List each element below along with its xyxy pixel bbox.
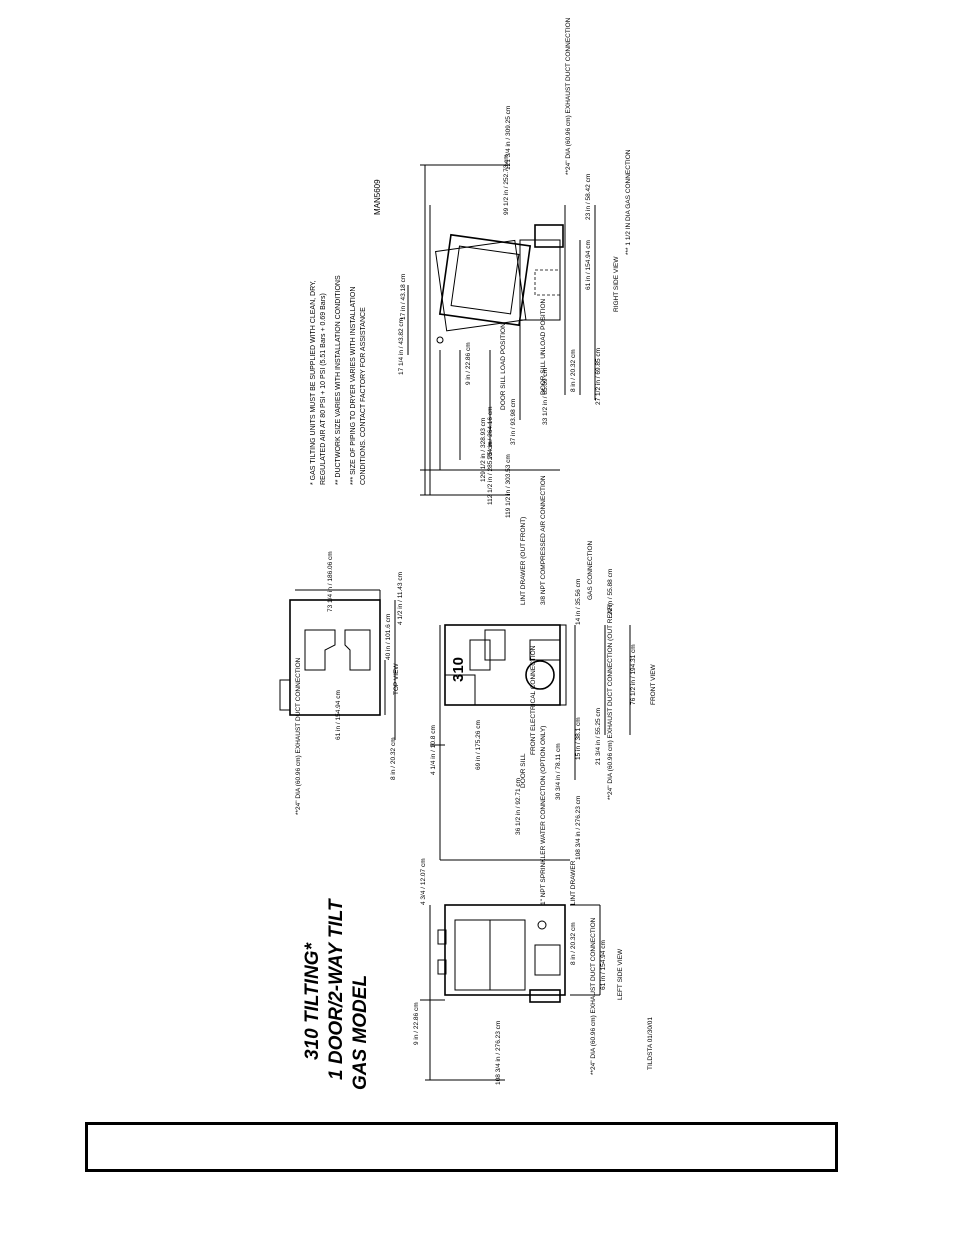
top-view bbox=[279, 589, 396, 740]
front-dim-36: 36 1/2 in / 92.71 cm bbox=[515, 778, 522, 835]
note-4: *** SIZE OF PIPING TO DRYER VARIES WITH … bbox=[350, 287, 357, 485]
left-side-cabinet bbox=[444, 904, 566, 996]
right-dim-61: 61 in / 154.94 cm bbox=[585, 240, 592, 290]
right-dim-99: 99 1/2 in / 252.73 cm bbox=[503, 154, 510, 215]
notes-block: * GAS TILTING UNITS MUST BE SUPPLIED WIT… bbox=[310, 275, 367, 485]
front-dim-76: 76 1/2 in / 194.31 cm bbox=[630, 644, 637, 705]
left-dim-61: 61 in / 154.94 cm bbox=[600, 940, 607, 990]
top-dim-40: 40 in / 101.6 cm bbox=[385, 614, 392, 660]
top-dim-73: 73 1/4 in / 186.06 cm bbox=[327, 551, 334, 612]
left-callout-sprinkler: 1" NPT SPRINKLER WATER CONNECTION (OPTIO… bbox=[540, 726, 547, 905]
front-callout-lint: LINT DRAWER (OUT FRONT) bbox=[520, 517, 527, 605]
drawing-number: MAN5609 bbox=[373, 179, 382, 215]
right-callout-gas: *** 1 1/2 IN DIA GAS CONNECTION bbox=[625, 149, 632, 255]
right-dim-17: 17 in / 43.18 cm bbox=[400, 274, 407, 320]
top-view-dims: 8 in / 20.32 cm 61 in / 154.94 cm 40 in … bbox=[295, 551, 404, 815]
front-dim-21: 21 3/4 in / 55.25 cm bbox=[595, 708, 602, 765]
front-callout-exhaust: **24" DIA (60.96 cm) EXHAUST DUCT CONNEC… bbox=[607, 603, 614, 800]
front-callout-gas: GAS CONNECTION bbox=[587, 540, 594, 600]
right-dim-104: 104 in / 264.16 cm bbox=[487, 407, 494, 460]
note-2: REGULATED AIR AT 80 PSI + 10 PSI (5.51 B… bbox=[320, 293, 327, 485]
right-dim-37: 37 in / 93.98 cm bbox=[510, 399, 517, 445]
right-dim-129: 129 1/2 in / 328.93 cm bbox=[480, 418, 487, 482]
note-3: ** DUCTWORK SIZE VARIES WITH INSTALLATIO… bbox=[335, 275, 342, 485]
left-callout-exhaust: **24" DIA (60.96 cm) EXHAUST DUCT CONNEC… bbox=[590, 917, 597, 1075]
front-dim-15: 15 in / 38.1 cm bbox=[575, 717, 582, 760]
front-dim-30: 30 3/4 in / 78.11 cm bbox=[555, 743, 562, 800]
front-dim-4-1-4: 4 1/4 in / 10.8 cm bbox=[430, 725, 437, 775]
left-dim-108: 108 3/4 in / 276.23 cm bbox=[495, 1021, 502, 1085]
date-code: TILDSTA 01/30/01 bbox=[647, 1017, 654, 1070]
right-dim-112: 112 1/2 in / 285.75 cm bbox=[487, 441, 494, 505]
front-callout-electrical: FRONT ELECTRICAL CONNECTION bbox=[530, 645, 537, 755]
left-side-dims: 9 in / 22.86 cm 108 3/4 in / 276.23 cm 4… bbox=[413, 726, 654, 1085]
right-dim-27: 27 1/2 in / 69.85 cm bbox=[595, 348, 602, 405]
front-dim-22: 22 in / 55.88 cm bbox=[607, 569, 614, 615]
front-dim-14: 14 in / 35.56 cm bbox=[575, 579, 582, 625]
right-callout-unload: DOOR SILL UNLOAD POSITION bbox=[540, 298, 547, 395]
right-dim-33: 33 1/2 in / 85.09 cm bbox=[542, 368, 549, 425]
right-side-tilted-drum bbox=[438, 233, 532, 327]
front-panel-label: 310 bbox=[450, 657, 467, 682]
front-view-dims: 108 3/4 in / 276.23 cm 4 1/4 in / 10.8 c… bbox=[430, 475, 657, 860]
front-callout-door-sill: DOOR SILL bbox=[520, 753, 527, 788]
left-dim-4-3-4: 4 3/4 / 12.07 cm bbox=[420, 858, 427, 905]
title-line-1: 310 TILTING* bbox=[302, 942, 323, 1060]
front-dim-108: 108 3/4 in / 276.23 cm bbox=[575, 796, 582, 860]
right-dim-23: 23 in / 58.42 cm bbox=[585, 174, 592, 220]
top-view-cabinet bbox=[289, 599, 381, 716]
right-dim-119: 119 1/2 in / 303.53 cm bbox=[505, 454, 512, 518]
right-side-view bbox=[407, 164, 596, 496]
top-dim-8: 8 in / 20.32 cm bbox=[390, 737, 397, 780]
top-view-duct bbox=[279, 679, 291, 711]
footer-box bbox=[85, 1122, 838, 1172]
top-view-label: TOP VIEW bbox=[393, 663, 400, 695]
front-dim-69: 69 in / 175.26 cm bbox=[475, 720, 482, 770]
right-dim-8: 8 in / 20.32 cm bbox=[570, 349, 577, 392]
right-callout-exhaust: **24" DIA (60.96 cm) EXHAUST DUCT CONNEC… bbox=[565, 17, 572, 175]
right-callout-load: DOOR SILL LOAD POSITION bbox=[500, 323, 507, 410]
left-side-duct bbox=[529, 989, 561, 1003]
front-view bbox=[430, 624, 631, 861]
note-5: CONDITIONS. CONTACT FACTORY FOR ASSISTAN… bbox=[360, 307, 367, 485]
front-view-label: FRONT VIEW bbox=[650, 663, 657, 705]
right-side-duct bbox=[534, 224, 564, 248]
top-dim-4-1-2: 4 1/2 in / 11.43 cm bbox=[397, 572, 404, 625]
left-side-view bbox=[420, 904, 601, 1081]
drawing-title: 310 TILTING* 1 DOOR/2-WAY TILT GAS MODEL bbox=[302, 898, 371, 1090]
front-view-door bbox=[525, 660, 555, 690]
title-line-3: GAS MODEL bbox=[350, 975, 371, 1090]
title-line-2: 1 DOOR/2-WAY TILT bbox=[326, 898, 347, 1080]
top-dim-61: 61 in / 154.94 cm bbox=[335, 690, 342, 740]
right-dim-9: 9 in / 22.86 cm bbox=[465, 342, 472, 385]
right-dim-121: 121 3/4 in / 309.25 cm bbox=[505, 106, 512, 170]
note-1: * GAS TILTING UNITS MUST BE SUPPLIED WIT… bbox=[310, 280, 317, 485]
right-view-label: RIGHT SIDE VIEW bbox=[613, 256, 620, 312]
left-dim-8: 8 in / 20.32 cm bbox=[570, 922, 577, 965]
top-callout-exhaust: **24" DIA (60.96 cm) EXHAUST DUCT CONNEC… bbox=[295, 657, 302, 815]
left-dim-9: 9 in / 22.86 cm bbox=[413, 1002, 420, 1045]
right-side-dims: 17 in / 43.18 cm 17 1/4 in / 43.82 cm 9 … bbox=[398, 17, 632, 518]
right-side-gas-box bbox=[534, 269, 561, 296]
left-callout-lint: LINT DRAWER bbox=[570, 860, 577, 905]
right-dim-17-1-4: 17 1/4 in / 43.82 cm bbox=[398, 318, 405, 375]
left-view-label: LEFT SIDE VIEW bbox=[617, 948, 624, 1000]
front-callout-air: 3/8 NPT COMPRESSED AIR CONNECTION bbox=[540, 475, 547, 605]
